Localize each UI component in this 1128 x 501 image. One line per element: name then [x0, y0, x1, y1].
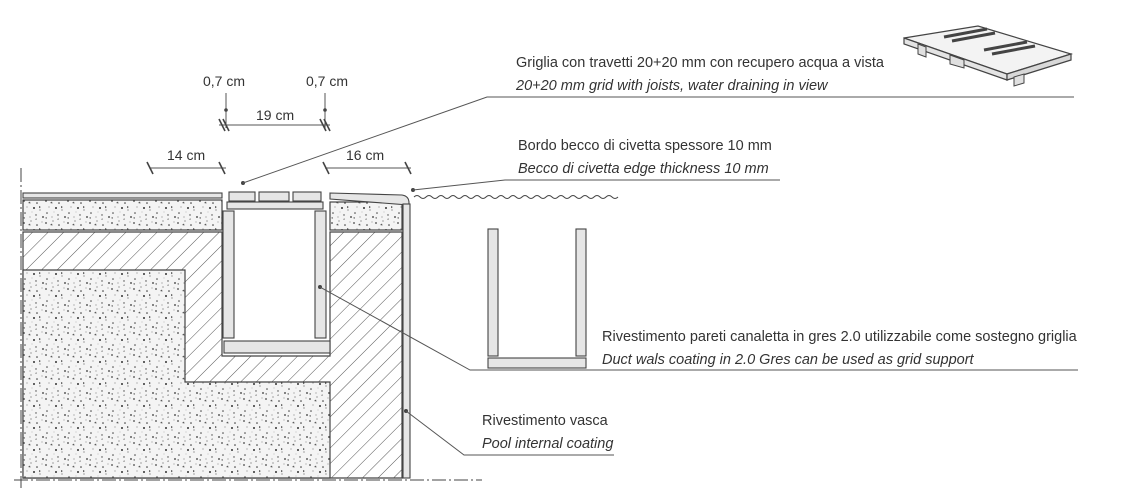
- grid-bar-1: [228, 191, 256, 202]
- dim-gap-left-label: 0,7 cm: [203, 73, 245, 89]
- callout-edge-en: Becco di civetta edge thickness 10 mm: [518, 161, 769, 177]
- channel-floor: [223, 340, 331, 354]
- channel-wall-left: [222, 210, 235, 339]
- callout-grid: Griglia con travetti 20+20 mm con recupe…: [515, 55, 885, 94]
- callout-edge: Bordo becco di civetta spessore 10 mm Be…: [518, 138, 772, 177]
- water-line: [413, 195, 619, 199]
- dim-left-edge-label: 14 cm: [167, 147, 205, 163]
- leader-lines: [241, 96, 1078, 456]
- ground-fill: [22, 269, 331, 479]
- callout-pool-it: Rivestimento vasca: [482, 413, 609, 429]
- callout-pool-en: Pool internal coating: [482, 436, 613, 452]
- paving-tile-left: [22, 192, 223, 199]
- dimension-annotations: 0,7 cm 0,7 cm 19 cm 14 cm 16 cm: [146, 73, 412, 175]
- section-body: [14, 168, 482, 488]
- channel-wall-right: [314, 210, 327, 339]
- callout-grid-en: 20+20 mm grid with joists, water drainin…: [515, 78, 829, 94]
- screed-right: [329, 201, 403, 231]
- grid-bar-2: [258, 191, 290, 202]
- channel-support-strip: [226, 201, 324, 210]
- pool-wall-coating: [402, 203, 411, 479]
- callout-grid-it: Griglia con travetti 20+20 mm con recupe…: [516, 55, 885, 71]
- callout-pool: Rivestimento vasca Pool internal coating: [482, 413, 613, 452]
- dim-gap-right-label: 0,7 cm: [306, 73, 348, 89]
- dim-grid-width-label: 19 cm: [256, 107, 294, 123]
- callout-duct-en: Duct wals coating in 2.0 Gres can be use…: [602, 352, 975, 368]
- dim-right-edge-label: 16 cm: [346, 147, 384, 163]
- callout-edge-it: Bordo becco di civetta spessore 10 mm: [518, 138, 772, 154]
- screed-left: [22, 199, 223, 231]
- callout-duct: Rivestimento pareti canaletta in gres 2.…: [602, 329, 1078, 368]
- grid-bar-3: [292, 191, 322, 202]
- duct-coating-detail: [487, 228, 587, 369]
- grid-3d-illustration: [903, 25, 1074, 87]
- callout-duct-it: Rivestimento pareti canaletta in gres 2.…: [602, 329, 1078, 345]
